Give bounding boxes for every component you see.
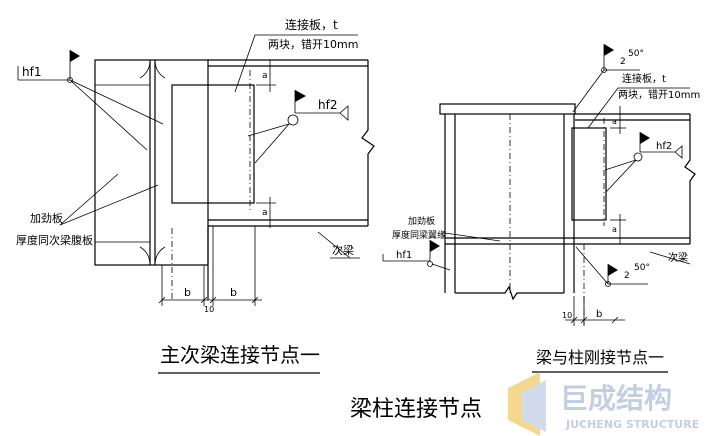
weld-leader bbox=[69, 79, 148, 151]
logo-mark-icon bbox=[522, 380, 546, 432]
weld-flag-icon bbox=[640, 132, 650, 144]
beam-break-line bbox=[684, 114, 696, 244]
weld-all-around-icon bbox=[633, 152, 643, 162]
secondary-beam-leader bbox=[317, 231, 351, 259]
weld-all-around-icon bbox=[601, 67, 607, 73]
watermark-en: JUCHENG STRUCTURE bbox=[565, 418, 699, 431]
weld-flag-icon bbox=[70, 50, 80, 62]
dim-gap: 10 bbox=[204, 305, 214, 314]
weld-leader bbox=[247, 123, 290, 137]
stiffener-leader bbox=[59, 184, 159, 226]
weld-hf1-label: hf1 bbox=[22, 65, 41, 79]
weld-leader bbox=[254, 123, 290, 164]
dim-a-top: a bbox=[612, 117, 617, 126]
weld-tail-icon bbox=[674, 145, 683, 159]
break-line bbox=[361, 60, 375, 226]
flange-fillet bbox=[154, 246, 166, 266]
weld-all-around-icon bbox=[67, 77, 73, 83]
stiffener-note: 厚度同次梁腹板 bbox=[16, 233, 93, 247]
connection-plate-label: 连接板，t bbox=[622, 72, 666, 85]
dim-a-bottom: a bbox=[612, 225, 617, 234]
dim-b-right: b bbox=[230, 286, 237, 299]
plate-leader bbox=[234, 34, 358, 93]
weld-flag-icon bbox=[608, 264, 618, 276]
watermark-cn: 巨成结构 bbox=[560, 382, 672, 415]
weld-flag-icon bbox=[295, 90, 306, 102]
bevel-top-angle: 50° bbox=[628, 49, 644, 59]
dim-tick bbox=[570, 316, 578, 324]
dim-tick bbox=[209, 296, 217, 304]
left-caption: 主次梁连接节点一 bbox=[160, 343, 320, 367]
stiffener-leader bbox=[59, 173, 119, 226]
bevel-bottom-prefix: 2 bbox=[624, 271, 630, 281]
column-break-line bbox=[455, 285, 564, 301]
stiffener-label: 加劲板 bbox=[408, 215, 435, 227]
weld-leader bbox=[575, 246, 609, 285]
weld-tail-icon bbox=[339, 105, 349, 121]
dim-tick bbox=[200, 296, 208, 304]
main-title: 梁柱连接节点 bbox=[350, 397, 482, 422]
dim-a-top: a bbox=[262, 71, 268, 81]
stiffener-leader bbox=[444, 232, 501, 242]
weld-leader bbox=[604, 159, 637, 171]
stiffener-note: 厚度同梁翼缘 bbox=[392, 229, 446, 241]
weld-hf2-label: hf2 bbox=[656, 141, 672, 152]
weld-leader bbox=[605, 159, 637, 193]
dim-b: b bbox=[596, 309, 602, 320]
weld-flag-icon bbox=[604, 44, 614, 56]
flange-fillet bbox=[139, 59, 151, 79]
dim-tick bbox=[251, 296, 259, 304]
dim-tick bbox=[611, 316, 619, 324]
plate-leader bbox=[587, 87, 690, 129]
secondary-beam-leader bbox=[649, 251, 691, 265]
weld-leader bbox=[572, 69, 605, 113]
weld-all-around-icon bbox=[427, 261, 433, 267]
secondary-beam-label: 次梁 bbox=[332, 243, 354, 257]
dim-tick bbox=[158, 296, 166, 304]
connection-plate-label: 连接板，t bbox=[285, 17, 338, 32]
right-caption: 梁与柱刚接节点一 bbox=[536, 348, 664, 367]
flange-fillet bbox=[139, 246, 151, 266]
bevel-bottom-angle: 50° bbox=[634, 263, 650, 273]
weld-flag-icon bbox=[430, 240, 440, 252]
watermark-logo: 巨成结构 JUCHENG STRUCTURE bbox=[508, 372, 699, 436]
connection-plate bbox=[571, 127, 607, 221]
right-detail: 连接板，t 两块，错开10mm 2 50° a a hf2 加劲板 厚度同梁翼缘 bbox=[382, 44, 700, 373]
weld-hf2-label: hf2 bbox=[318, 98, 337, 112]
left-detail: 连接板，t 两块，错开10mm a a hf1 hf2 加劲板 厚度同次梁腹板 bbox=[16, 17, 375, 374]
weld-all-around-icon bbox=[287, 114, 299, 126]
weld-hf1-label: hf1 bbox=[396, 250, 412, 261]
main-beam-outline bbox=[94, 59, 209, 266]
top-plate bbox=[439, 103, 576, 115]
weld-leader bbox=[431, 263, 451, 271]
offset-note: 两块，错开10mm bbox=[268, 37, 358, 51]
flange-fillet bbox=[154, 59, 166, 79]
dim-gap: 10 bbox=[562, 311, 572, 320]
stiffener-label: 加劲板 bbox=[30, 211, 63, 225]
dim-tick bbox=[580, 316, 588, 324]
offset-note: 两块，错开10mm bbox=[618, 88, 700, 101]
dim-a-bottom: a bbox=[262, 208, 268, 218]
connection-plate bbox=[171, 84, 255, 204]
weld-all-around-icon bbox=[605, 281, 611, 287]
dim-b-left: b bbox=[184, 286, 191, 299]
weld-leader bbox=[69, 79, 164, 125]
bevel-top-prefix: 2 bbox=[620, 57, 626, 67]
secondary-beam-label: 次梁 bbox=[668, 251, 688, 264]
